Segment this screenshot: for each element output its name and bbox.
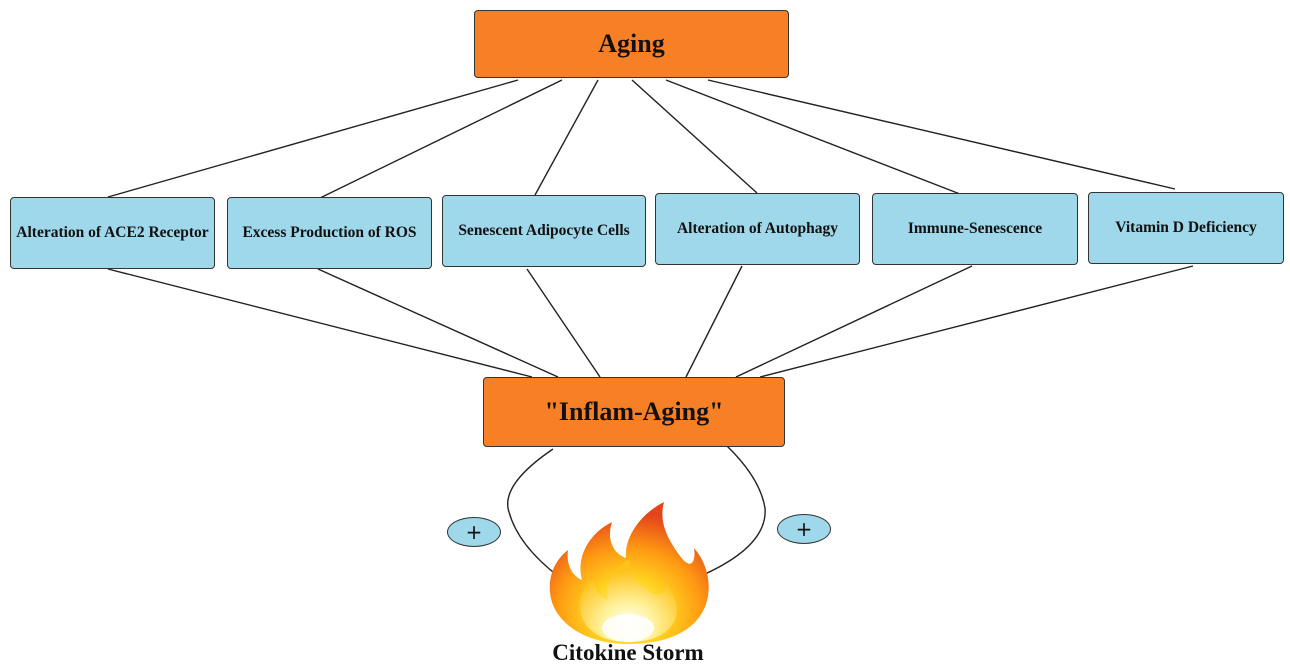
plus-sign-left: +	[447, 517, 501, 547]
edge-aging-ros	[319, 79, 563, 199]
edge-immune-inflam	[735, 265, 973, 378]
inflam-aging-node: "Inflam-Aging"	[483, 377, 785, 447]
factor-ros-production: Excess Production of ROS	[227, 197, 432, 269]
edge-aging-adipocyte	[534, 79, 599, 196]
factor-label: Alteration of ACE2 Receptor	[16, 224, 209, 241]
factor-label: Excess Production of ROS	[242, 224, 417, 241]
factor-senescent-adipocyte: Senescent Adipocyte Cells	[442, 195, 646, 267]
edge-adipocyte-inflam	[526, 268, 601, 378]
edge-aging-immune	[665, 79, 961, 195]
edge-aging-autophagy	[631, 79, 758, 194]
factor-vitamin-d: Vitamin D Deficiency	[1088, 192, 1284, 264]
edge-vitamin-d-inflam	[759, 265, 1194, 378]
inflam-aging-label: "Inflam-Aging"	[544, 397, 724, 426]
edge-aging-vitamin-d	[707, 79, 1176, 190]
factor-label: Alteration of Autophagy	[676, 220, 839, 237]
factor-label: Immune-Senescence	[907, 220, 1043, 237]
loop-left	[507, 448, 559, 577]
edge-aging-ace2	[107, 79, 519, 198]
edge-ros-inflam	[317, 268, 559, 378]
aging-label: Aging	[598, 29, 665, 58]
factor-immune-senescence: Immune-Senescence	[872, 193, 1078, 265]
factor-label: Senescent Adipocyte Cells	[458, 222, 630, 239]
plus-sign-right: +	[777, 514, 831, 544]
citokine-storm-label: Citokine Storm	[552, 640, 704, 665]
edge-autophagy-inflam	[685, 265, 743, 378]
fire-icon	[549, 502, 709, 644]
aging-node: Aging	[474, 10, 789, 78]
factor-label: Vitamin D Deficiency	[1115, 219, 1257, 236]
edge-ace2-inflam	[107, 268, 533, 378]
loop-right	[704, 445, 766, 575]
factor-autophagy: Alteration of Autophagy	[655, 193, 860, 265]
factor-ace2-receptor: Alteration of ACE2 Receptor	[10, 197, 215, 269]
